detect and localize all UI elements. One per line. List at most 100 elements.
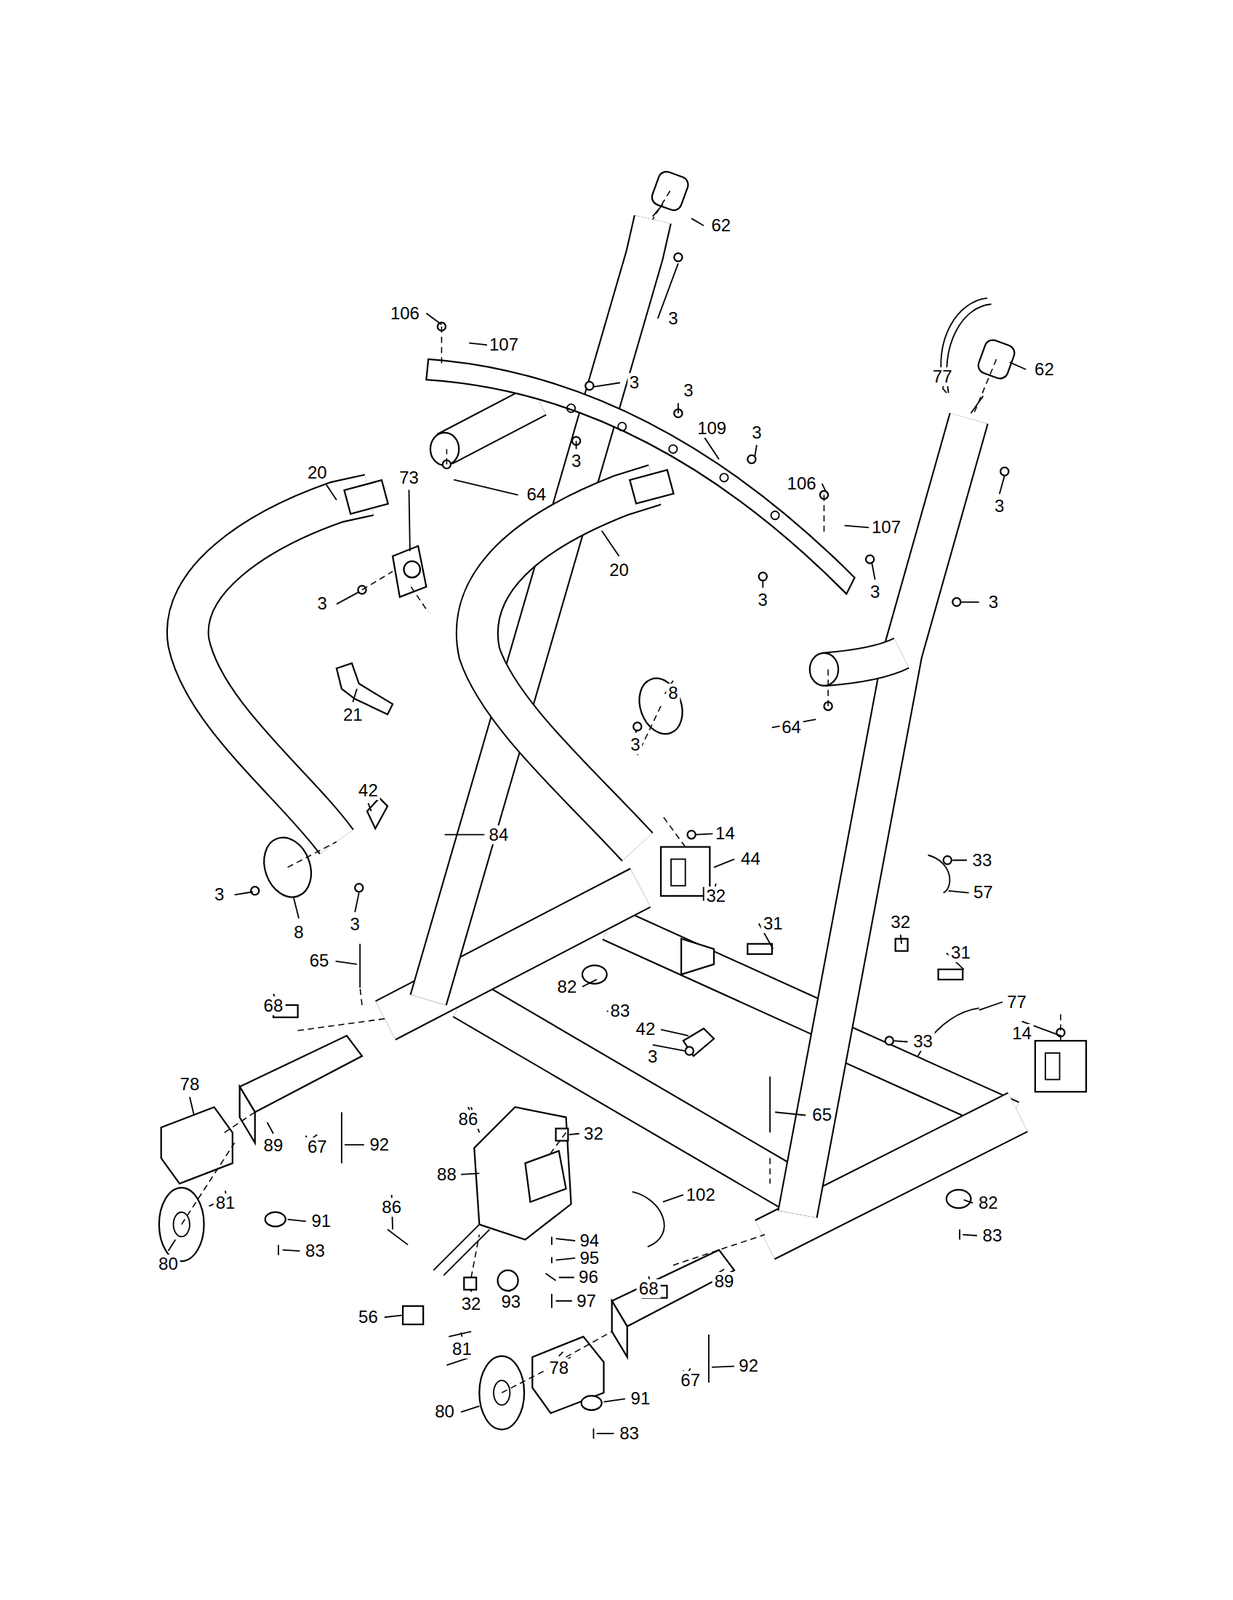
callout-number: 102 [684, 1185, 718, 1204]
callout-number: 65 [307, 950, 332, 970]
small-parts [367, 797, 388, 829]
frame-tubes [344, 479, 389, 514]
callout-number: 64 [524, 484, 549, 504]
callout-number: 3 [749, 423, 764, 443]
callout-number: 44 [738, 849, 763, 869]
base-parts [532, 1336, 604, 1413]
fasteners [952, 597, 961, 606]
small-parts [671, 858, 686, 885]
fasteners [215, 943, 960, 1439]
callout-number: 106 [388, 303, 422, 323]
fasteners [633, 721, 642, 730]
crossbar [771, 511, 780, 520]
base-parts [265, 1211, 286, 1227]
frame-tubes [609, 923, 829, 1023]
callout-number: 32 [581, 1123, 606, 1143]
base-parts [239, 1086, 256, 1143]
small-parts [918, 854, 980, 1056]
callout-number: 91 [628, 1388, 653, 1408]
frame-tubes [476, 484, 655, 847]
base-parts [493, 1379, 510, 1405]
small-parts [1045, 1052, 1060, 1079]
callout-number: 82 [976, 1193, 1001, 1212]
callout-number: 62 [1032, 359, 1057, 379]
callout-number: 67 [678, 1370, 703, 1390]
fasteners [747, 943, 773, 954]
callout-number: 82 [555, 977, 580, 996]
callout-number: 89 [261, 1135, 286, 1155]
incline-motor [402, 1106, 571, 1324]
callout-number: 32 [459, 1294, 484, 1313]
callout-number: 3 [569, 451, 584, 471]
fasteners [354, 883, 363, 892]
callout-number: 92 [736, 1355, 761, 1375]
callout-number: 21 [340, 705, 365, 725]
end-caps [649, 169, 1018, 413]
fasteners [685, 1046, 694, 1055]
fasteners [556, 1128, 569, 1141]
callout-number: 3 [347, 914, 362, 934]
callout-number: 3 [986, 592, 1001, 612]
frame-tubes [809, 652, 839, 686]
incline-motor [433, 1224, 490, 1276]
crossbar [426, 359, 855, 594]
crossbar [426, 359, 855, 594]
callout-number: 67 [305, 1137, 330, 1156]
callout-number: 31 [948, 942, 973, 962]
frame-tubes [444, 399, 539, 449]
callout-number: 92 [367, 1134, 392, 1154]
callout-number: 14 [1009, 1023, 1034, 1043]
incline-motor [402, 1305, 424, 1324]
callout-number: 83 [303, 1240, 328, 1260]
fasteners [938, 969, 964, 980]
leader-lines [167, 218, 1060, 1433]
alignment-lines [181, 191, 1061, 1393]
leader-lines [167, 218, 1060, 1433]
callout-number: 80 [156, 1254, 181, 1273]
alignment-lines [181, 191, 1061, 1393]
small-parts [681, 938, 714, 975]
callout-number: 33 [970, 850, 995, 870]
callout-number: 31 [761, 913, 786, 933]
callout-number: 80 [432, 1401, 457, 1421]
callout-number: 77 [1004, 992, 1029, 1012]
callout-number: 107 [869, 517, 903, 537]
callout-number: 78 [546, 1358, 571, 1377]
callout-number: 8 [665, 683, 680, 703]
callout-number: 3 [627, 372, 642, 392]
callout-number: 42 [633, 1019, 658, 1039]
incline-motor [524, 1150, 566, 1202]
fasteners [215, 252, 1065, 1439]
callout-number: 65 [809, 1105, 834, 1124]
callout-number: 20 [607, 560, 632, 580]
callout-number: 57 [971, 882, 996, 902]
base-parts [209, 1195, 472, 1365]
callout-number: 20 [305, 463, 330, 483]
crossbar [617, 422, 626, 431]
fasteners [865, 554, 874, 563]
small-parts [683, 1027, 714, 1056]
callout-number: 56 [356, 1307, 381, 1327]
callout-number: 95 [577, 1248, 602, 1268]
callout-number: 3 [645, 1046, 660, 1066]
frame-tubes [609, 923, 829, 1023]
crossbar [668, 444, 677, 453]
callout-number: 109 [695, 418, 729, 438]
small-parts [404, 561, 421, 578]
callout-number: 84 [487, 825, 512, 845]
frame-tubes [797, 418, 970, 1214]
callout-number: 83 [980, 1225, 1005, 1245]
fasteners [463, 1277, 477, 1290]
fasteners [250, 886, 259, 895]
callout-number: 86 [456, 1109, 481, 1129]
small-parts [632, 1191, 665, 1247]
small-parts [1035, 1040, 1087, 1092]
base-parts [612, 1300, 628, 1357]
callout-number: 3 [212, 884, 227, 904]
callout-number: 93 [498, 1291, 523, 1311]
callout-number: 64 [779, 717, 804, 737]
callout-number: 3 [992, 496, 1007, 516]
fasteners [885, 1035, 894, 1044]
